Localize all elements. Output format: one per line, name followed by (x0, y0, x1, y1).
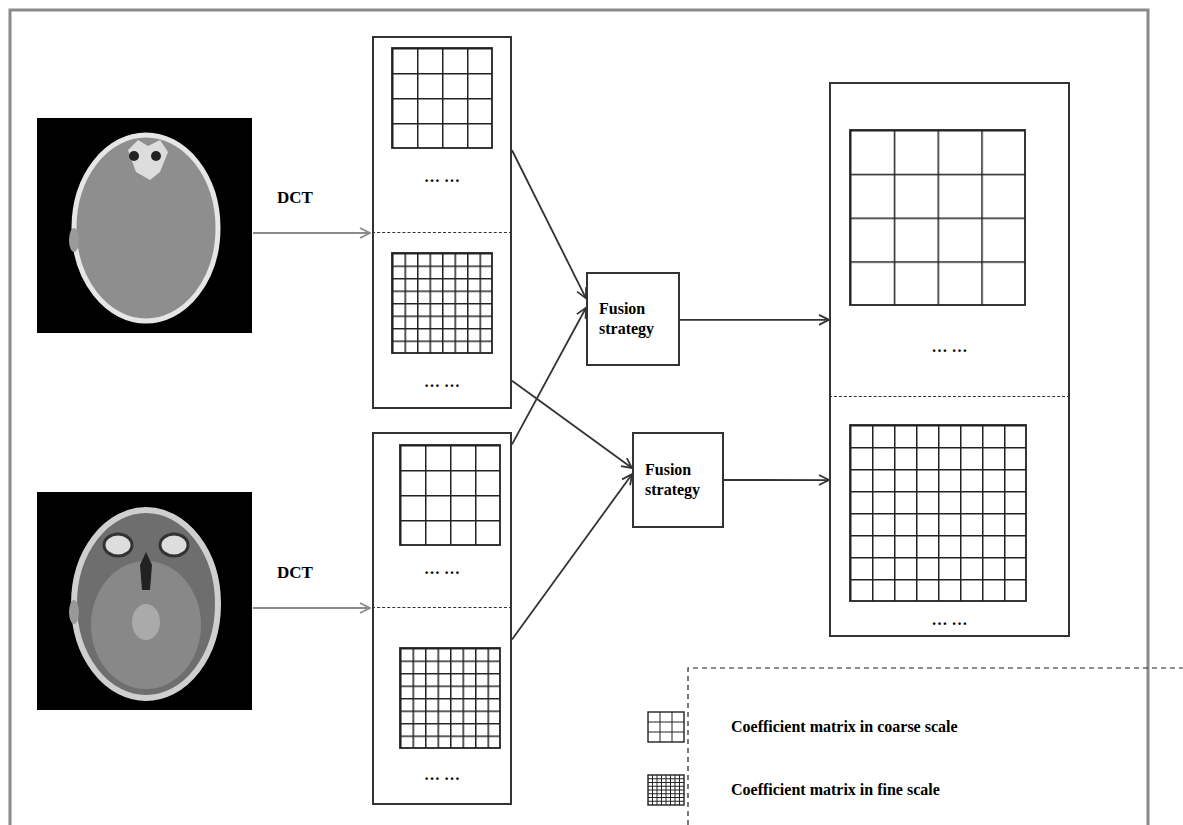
ear (69, 600, 79, 624)
fine-grid (392, 253, 492, 353)
coefficient-panel: … … (372, 608, 512, 805)
ellipsis-text: … … (424, 372, 460, 392)
ellipsis-text: … … (932, 610, 968, 630)
grid-icon (646, 710, 688, 744)
legend-text: Coefficient matrix in coarse scale (731, 717, 958, 737)
eye (160, 534, 188, 556)
box-label: Fusion strategy (645, 460, 714, 500)
fusion-arrow (512, 308, 586, 445)
fine-grid (850, 425, 1026, 601)
fusion-arrow (512, 150, 586, 298)
ellipsis-text: … … (424, 167, 460, 187)
fusion-box: Fusion strategy (586, 272, 680, 366)
fusion-arrow (512, 474, 632, 639)
grid-lines (648, 775, 684, 805)
fusion-box: Fusion strategy (632, 432, 724, 528)
sinus (151, 151, 161, 161)
fusion-arrow (512, 381, 632, 468)
mri-image (37, 492, 252, 710)
head (74, 510, 218, 698)
ear (69, 228, 79, 252)
skull (74, 135, 218, 321)
fusion-arrow (680, 319, 829, 321)
transform-label: DCT (277, 188, 313, 208)
outer-frame (10, 10, 1148, 825)
ellipsis-text: … … (932, 337, 968, 357)
dct-arrow (253, 232, 370, 234)
coefficient-panel: … … (372, 233, 512, 409)
legend-text: Coefficient matrix in fine scale (731, 780, 940, 800)
skull-base (128, 140, 168, 180)
fusion-arrow (724, 479, 829, 481)
legend-entry: Coefficient matrix in coarse scale (646, 710, 958, 744)
grid-lines (648, 712, 684, 742)
image-ground (37, 118, 252, 333)
coarse-grid (400, 445, 500, 545)
fine-grid (400, 648, 500, 748)
box-label: Fusion strategy (599, 299, 670, 339)
transform-label: DCT (277, 563, 313, 583)
coefficient-panel: … … (829, 82, 1070, 397)
dct-arrow (253, 607, 370, 609)
grid-icon (646, 773, 688, 807)
ct-image (37, 118, 252, 333)
coarse-grid (392, 48, 492, 148)
coarse-grid (850, 130, 1025, 305)
coefficient-panel: … … (829, 397, 1070, 637)
coefficient-panel: … … (372, 36, 512, 233)
legend-divider (688, 668, 1183, 825)
ellipsis-text: … … (424, 559, 460, 579)
legend-entry: Coefficient matrix in fine scale (646, 773, 958, 807)
brainstem (132, 604, 160, 640)
ellipsis-text: … … (424, 765, 460, 785)
coefficient-panel: … … (372, 432, 512, 608)
eye (104, 534, 132, 556)
image-ground (37, 492, 252, 710)
sinus (129, 151, 139, 161)
nasal-cavity (140, 552, 152, 590)
legend: Coefficient matrix in coarse scaleCoeffi… (646, 710, 958, 825)
